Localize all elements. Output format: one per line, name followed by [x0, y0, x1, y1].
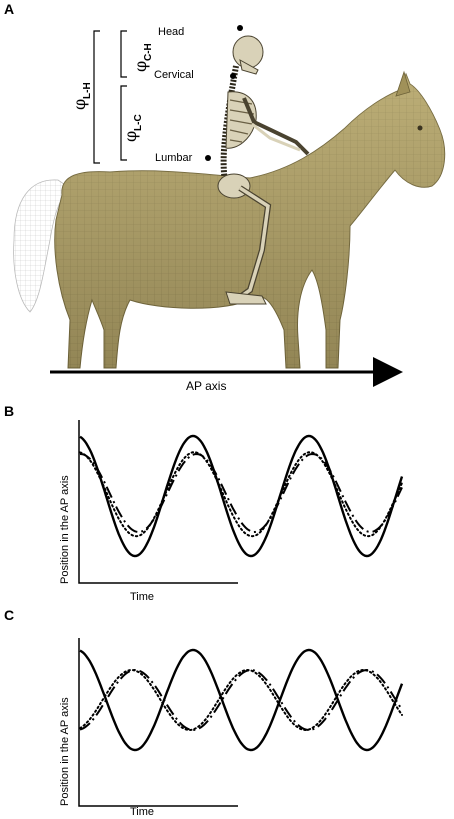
panel-c-letter: C: [4, 607, 14, 623]
svg-text:φ: φ: [131, 61, 150, 72]
svg-text:C-H: C-H: [143, 43, 154, 61]
head-marker: [237, 25, 243, 31]
skeleton-rider: [217, 35, 310, 305]
chart-c-series-dotted: [79, 668, 403, 732]
cervical-label: Cervical: [154, 69, 194, 81]
head-label: Head: [158, 26, 184, 38]
cervical-marker: [230, 73, 236, 79]
chart-c-ylabel: Position in the AP axis: [59, 697, 71, 806]
chart-c-axes: [78, 638, 238, 807]
chart-b-series-dotted: [79, 451, 403, 538]
ap-axis-label: AP axis: [186, 379, 226, 393]
lumbar-label: Lumbar: [155, 152, 193, 164]
chart-b-ylabel: Position in the AP axis: [59, 475, 71, 584]
svg-text:φ: φ: [70, 99, 89, 110]
angle-brackets: [93, 30, 127, 164]
chart-b-axes: [78, 420, 238, 584]
chart-b-series-solid: [79, 434, 404, 558]
svg-text:L-C: L-C: [133, 114, 144, 131]
panel-b-letter: B: [4, 403, 14, 419]
phi-lc-label: φ L-C: [121, 114, 144, 142]
svg-text:L-H: L-H: [82, 82, 93, 99]
chart-c-series-dashdot: [79, 668, 403, 732]
chart-c: Position in the AP axis Time: [59, 638, 404, 818]
panel-a-letter: A: [4, 1, 14, 17]
phi-lh-label: φ L-H: [70, 82, 93, 110]
horse-illustration: [13, 70, 446, 369]
chart-c-series-solid: [79, 648, 404, 752]
chart-b: Position in the AP axis Time: [59, 420, 404, 603]
svg-text:φ: φ: [121, 131, 140, 142]
chart-c-xlabel: Time: [130, 806, 154, 818]
chart-b-series-dashdot: [79, 452, 403, 534]
chart-b-xlabel: Time: [130, 591, 154, 603]
phi-ch-label: φ C-H: [131, 43, 154, 72]
lumbar-marker: [205, 155, 211, 161]
